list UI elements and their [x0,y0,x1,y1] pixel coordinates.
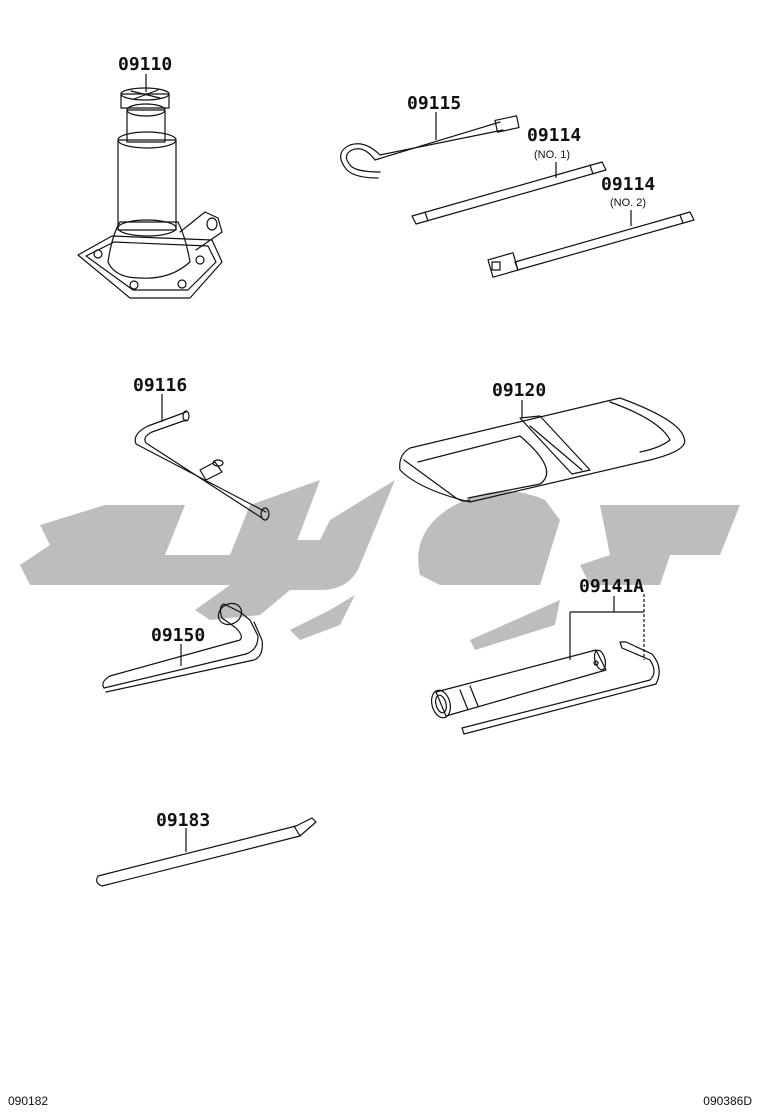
lug-wrench-drawing[interactable]: 09150 [102,599,263,693]
jack-handle-hook-drawing[interactable]: 09115 [340,93,520,179]
part-label-crank-handle: 09116 [133,375,187,396]
part-label-jack-handle-hook: 09115 [407,93,461,114]
part-label-tool-bag: 09120 [492,380,546,401]
footer-left-code: 090182 [8,1094,49,1108]
tool-bag-drawing[interactable]: 09120 [399,380,686,503]
sub-label-extension-bar-2: (NO. 2) [610,197,646,209]
plug-wrench-set-drawing[interactable]: 09141A [429,576,660,735]
part-label-plug-wrench-set: 09141A [579,576,644,597]
sub-label-extension-bar-1: (NO. 1) [534,149,570,161]
part-label-extension-bar-2: 09114 [601,174,655,195]
part-label-extension-bar-1: 09114 [527,125,581,146]
tire-lever-drawing[interactable]: 09183 [96,810,317,887]
extension-bar-1-drawing[interactable]: 09114 (NO. 1) [411,125,607,225]
jack-drawing[interactable]: 09110 [77,54,223,299]
part-label-tire-lever: 09183 [156,810,210,831]
part-label-jack: 09110 [118,54,172,75]
footer-right-code: 090386D [703,1094,752,1108]
crank-handle-drawing[interactable]: 09116 [133,375,270,521]
extension-bar-2-drawing[interactable]: 09114 (NO. 2) [487,174,695,278]
watermark-logo [20,480,740,650]
part-label-lug-wrench: 09150 [151,625,205,646]
